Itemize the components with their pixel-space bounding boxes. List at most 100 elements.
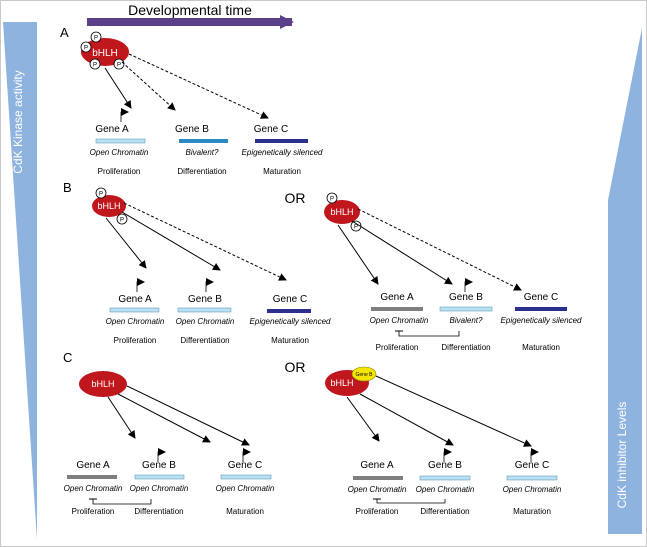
activation-arrow (346, 396, 380, 442)
bhlh-label: bHLH (330, 378, 353, 388)
gene-c-label: Gene C (524, 292, 558, 303)
bhlh-label: bHLH (92, 48, 118, 59)
gene-a-label: Gene A (95, 124, 129, 135)
panel-label-c: C (63, 350, 72, 365)
gene-c-state: Open Chromatin (216, 484, 275, 493)
svg-text:P: P (84, 46, 88, 52)
gene-c-label: Gene C (515, 460, 549, 471)
gene-c-label: Gene C (273, 294, 307, 305)
gene-b-bar (134, 474, 185, 480)
activation-arrow (359, 393, 454, 446)
gene-c-fate: Maturation (522, 343, 560, 352)
activation-arrow (351, 220, 453, 285)
gene-a-bar (353, 476, 403, 480)
phosphate-groups: P P P P (80, 31, 125, 70)
gene-b-fate: Differentiation (180, 336, 229, 345)
or-connector-c: OR (285, 359, 306, 375)
gene-b-label: Gene B (449, 292, 483, 303)
gene-c-label: Gene C (254, 124, 288, 135)
activation-arrow (117, 393, 211, 443)
repression-bracket (398, 331, 460, 337)
gene-b-fate: Differentiation (177, 167, 226, 176)
tss-arrow (120, 108, 129, 122)
gene-a-fate: Proliferation (98, 167, 141, 176)
gene-c-fate: Maturation (226, 507, 264, 516)
gene-b-fate: Differentiation (134, 507, 183, 516)
gene-c-state: Epigenetically silenced (250, 317, 331, 326)
gene-b-state: Open Chromatin (130, 484, 189, 493)
cdk-inhibitor-label: CdK inhibitor Levels (615, 402, 629, 509)
gene-b-label: Gene B (142, 460, 176, 471)
gene-c-state: Epigenetically silenced (501, 316, 582, 325)
cdk-kinase-label: CdK Kinase activity (11, 70, 25, 173)
phosphate-groups: P P (95, 187, 128, 225)
gene-a-bar (67, 475, 117, 479)
gene-c-state: Epigenetically silenced (242, 148, 323, 157)
svg-text:P: P (354, 225, 358, 231)
gene-a-bar (95, 138, 146, 144)
gene-c-bar (255, 139, 308, 143)
gene-a-label: Gene A (118, 294, 152, 305)
gene-b-bar (179, 139, 228, 143)
gene-b-state: Bivalent? (186, 148, 219, 157)
cdk-kinase-gradient-bar (3, 22, 37, 540)
panel-label-b: B (63, 180, 72, 195)
gene-a-label: Gene A (380, 292, 414, 303)
partner-label: Gene B (356, 372, 374, 378)
tss-arrow (205, 278, 214, 292)
inhibitor-bar-taper (608, 28, 642, 200)
or-connector-b: OR (285, 190, 306, 206)
tss-arrow (157, 448, 166, 462)
bhlh-protein (92, 195, 126, 217)
gene-a-bar (371, 307, 423, 311)
gene-c-fate: Maturation (271, 336, 309, 345)
gene-a-label: Gene A (360, 460, 394, 471)
gene-b-state: Bivalent? (450, 316, 483, 325)
bhlh-protein (324, 200, 360, 224)
partner-protein (351, 366, 377, 382)
gene-b-bar (419, 475, 471, 481)
gene-a-state: Open Chromatin (348, 485, 407, 494)
tss-arrow (242, 448, 251, 462)
gene-b-label: Gene B (188, 294, 222, 305)
silenced-arrow (128, 53, 269, 119)
gene-b-fate: Differentiation (420, 507, 469, 516)
tss-arrow (530, 448, 539, 462)
gene-a-fate: Proliferation (376, 343, 419, 352)
silenced-arrow (357, 208, 522, 291)
repression-bracket (92, 499, 152, 505)
gene-c-state: Open Chromatin (503, 485, 562, 494)
developmental-time-label: Developmental time (128, 2, 252, 18)
activation-arrow (375, 375, 532, 447)
bhlh-label: bHLH (91, 379, 114, 389)
gene-b-label: Gene B (428, 460, 462, 471)
gene-b-bar (177, 307, 232, 313)
svg-text:P: P (117, 63, 121, 69)
gene-b-state: Open Chromatin (416, 485, 475, 494)
panel-c-left: bHLH Gene A Open Chromatin Proliferation… (64, 371, 275, 516)
gene-c-fate: Maturation (513, 507, 551, 516)
svg-text:P: P (330, 197, 334, 203)
gene-c-bar (515, 307, 567, 311)
gene-b-fate: Differentiation (441, 343, 490, 352)
gene-c-label: Gene C (228, 460, 262, 471)
gene-b-state: Open Chromatin (176, 317, 235, 326)
gene-a-bar (109, 307, 160, 313)
tss-arrow (136, 278, 145, 292)
activation-arrow (105, 217, 147, 269)
tss-arrow (464, 278, 473, 292)
panel-label-a: A (60, 25, 69, 40)
activation-arrow (126, 385, 250, 446)
gene-a-state: Open Chromatin (90, 148, 149, 157)
gene-c-bar (506, 475, 558, 481)
bhlh-label: bHLH (330, 207, 353, 217)
svg-text:P: P (93, 63, 97, 69)
bhlh-protein (79, 371, 127, 397)
gene-a-fate: Proliferation (114, 336, 157, 345)
poised-arrow (121, 61, 176, 111)
panel-b-left: bHLH P P Gene A Open Chromatin Prolifera… (92, 187, 331, 345)
gene-c-bar (220, 474, 272, 480)
activation-arrow (121, 211, 221, 271)
gene-a-label: Gene A (76, 460, 110, 471)
